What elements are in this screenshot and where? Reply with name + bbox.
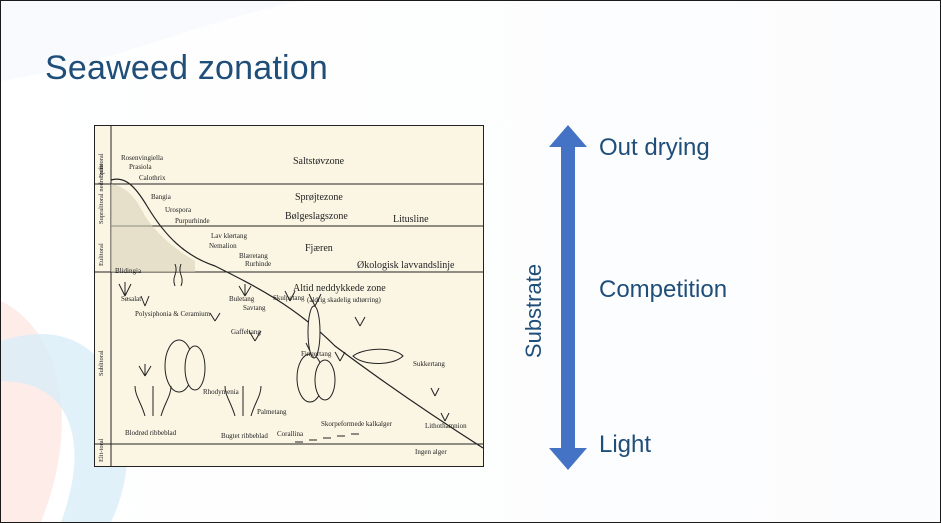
species-label: Blidingia	[115, 267, 142, 275]
species-label: Gaffeltang	[231, 328, 261, 336]
species-label: Bangia	[151, 193, 171, 201]
species-label: Savtang	[243, 304, 266, 312]
species-label: Sukkertang	[413, 360, 445, 368]
species-label: Skulpetang	[273, 294, 305, 302]
axis-label: Elit-toral	[98, 438, 105, 462]
species-label: Prasiola	[129, 163, 152, 171]
slide-title: Seaweed zonation	[45, 49, 328, 87]
species-label: Purpurhinde	[175, 217, 210, 225]
axis-label: Eulitoral	[98, 243, 105, 266]
zone-label: Altid neddykkede zone	[293, 283, 386, 294]
light-label: Light	[599, 431, 652, 458]
species-label: Calothrix	[139, 174, 166, 182]
species-label: Skorpeformede kalkalger	[321, 420, 392, 428]
species-label: Palmetang	[257, 408, 287, 416]
zonation-figure: Saltstøvzone Sprøjtezone Bølgeslagszone …	[94, 125, 484, 467]
species-label: Polysiphonia & Ceramium	[135, 310, 211, 318]
species-label: Bugtet ribbeblad	[221, 432, 268, 440]
out-drying-label: Out drying	[599, 134, 710, 161]
species-label: Lithothamnion	[425, 422, 467, 430]
zone-label: Fjæren	[305, 243, 333, 254]
species-label: Urospora	[165, 206, 192, 214]
species-label: Corallina	[277, 430, 304, 438]
axis-label: Supralitoral nedre zone	[98, 163, 105, 224]
substrate-label: Substrate	[521, 263, 546, 359]
species-label: Rhodymenia	[203, 388, 239, 396]
species-label: Rosenvingiella	[121, 154, 163, 162]
species-label: Søsalat	[121, 295, 142, 303]
species-label: Nemalion	[209, 242, 237, 250]
line-label: Litusline	[393, 214, 429, 225]
axis-label: Sublitoral	[98, 350, 105, 376]
zone-label: Sprøjtezone	[295, 192, 343, 203]
species-label: Rurhinde	[245, 260, 272, 268]
line-label: Økologisk lavvandslinje	[357, 260, 455, 271]
zone-label: (aldrig skadelig udtørring)	[307, 296, 381, 304]
zone-label: Saltstøvzone	[293, 156, 345, 167]
zonation-drawing	[95, 126, 483, 466]
zone-label: Bølgeslagszone	[285, 211, 348, 222]
competition-label: Competition	[599, 276, 728, 303]
species-label: Blodrød ribbeblad	[125, 429, 177, 437]
species-label: Ingen alger	[415, 448, 447, 456]
double-arrow-icon	[549, 125, 587, 470]
species-label: Fingertang	[301, 350, 332, 358]
species-label: Lav klørtang	[211, 232, 247, 240]
species-label: Blæretang	[239, 252, 268, 260]
species-label: Buletang	[229, 295, 255, 303]
